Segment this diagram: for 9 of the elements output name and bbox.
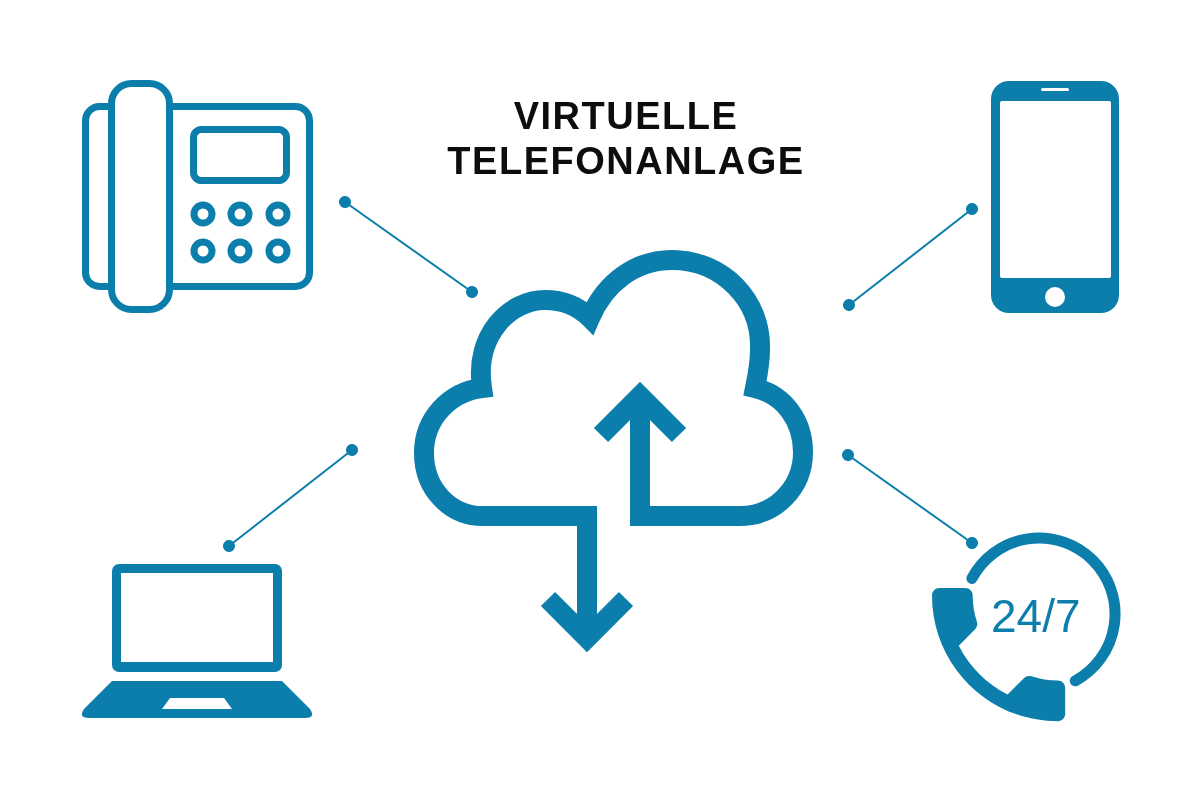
diagram-title: VIRTUELLE TELEFONANLAGE xyxy=(446,94,806,184)
desk-phone-icon xyxy=(81,79,315,314)
smartphone-icon xyxy=(991,81,1119,313)
service-hours-label: 24/7 xyxy=(991,593,1081,639)
connector-line xyxy=(843,203,978,311)
connector-line xyxy=(842,449,978,549)
connector-line xyxy=(223,444,358,552)
laptop-icon xyxy=(81,564,313,718)
connector-line xyxy=(339,196,478,298)
